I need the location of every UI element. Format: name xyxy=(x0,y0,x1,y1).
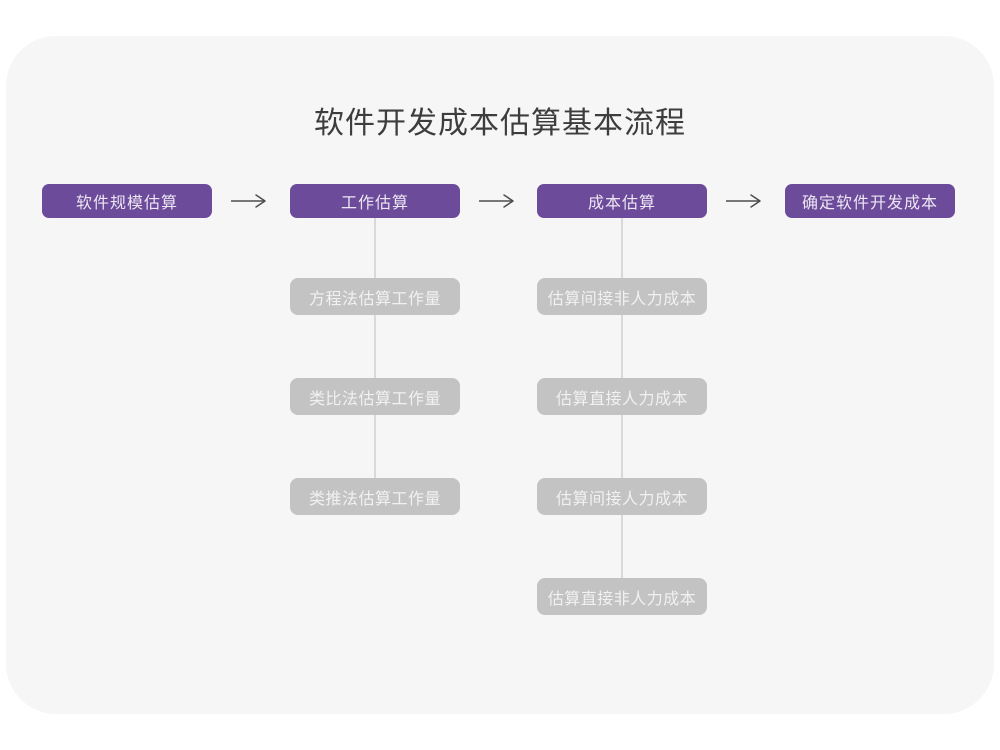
cost-direct-labor: 估算直接人力成本 xyxy=(537,378,707,415)
stage-cost-estimation: 成本估算 xyxy=(537,184,707,218)
arrow-right-icon xyxy=(479,194,514,208)
flowchart-card: 软件开发成本估算基本流程 软件规模估算 工作估算 成本估算 确定软件开发成本 方… xyxy=(6,36,994,714)
stage-determine-dev-cost: 确定软件开发成本 xyxy=(785,184,955,218)
cost-indirect-non-labor: 估算间接非人力成本 xyxy=(537,278,707,315)
arrow-right-icon xyxy=(726,194,761,208)
method-analogy-estimation: 类比法估算工作量 xyxy=(290,378,460,415)
stage-software-size-estimation: 软件规模估算 xyxy=(42,184,212,218)
method-equation-estimation: 方程法估算工作量 xyxy=(290,278,460,315)
stage-work-estimation: 工作估算 xyxy=(290,184,460,218)
method-extrapolation-estimation: 类推法估算工作量 xyxy=(290,478,460,515)
arrow-right-icon xyxy=(231,194,266,208)
connector-line-work-estimation xyxy=(374,218,376,488)
page-title: 软件开发成本估算基本流程 xyxy=(314,107,686,140)
cost-indirect-labor: 估算间接人力成本 xyxy=(537,478,707,515)
cost-direct-non-labor: 估算直接非人力成本 xyxy=(537,578,707,615)
